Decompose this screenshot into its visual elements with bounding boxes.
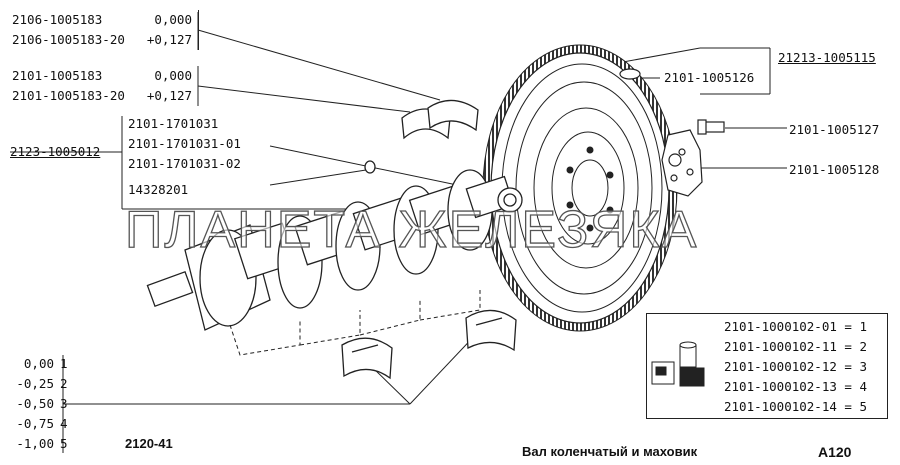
undersize-value-3: -0,50: [16, 396, 54, 411]
lock-washer: [661, 129, 703, 197]
upper-bearing-shells: [401, 99, 479, 140]
undersize-code-1: 1: [60, 356, 68, 371]
bearing-mid-size-2: +0,127: [146, 88, 192, 103]
undersize-code-5: 5: [60, 436, 68, 451]
bearing-top-part-2: 2106-1005183-20: [12, 32, 125, 47]
undersize-value-2: -0,25: [16, 376, 54, 391]
crank-part-2: 2101-1701031-01: [128, 136, 241, 151]
main-bearings-box: [646, 313, 888, 419]
main-bearing-row-3: 2101-1000102-12 = 3: [724, 359, 867, 374]
crankshaft: [146, 160, 523, 331]
main-bearing-row-4: 2101-1000102-13 = 4: [724, 379, 867, 394]
flywheel: [482, 44, 678, 332]
flywheel-part-label: 21213-1005115: [778, 50, 876, 65]
bearing-top-size-2: +0,127: [146, 32, 192, 47]
main-bearing-row-5: 2101-1000102-14 = 5: [724, 399, 867, 414]
undersize-code-4: 4: [60, 416, 68, 431]
dowel-pin: [619, 68, 641, 80]
bearing-top-size-1: 0,000: [154, 12, 192, 27]
pin-part-label: 2101-1005126: [664, 70, 755, 85]
lower-bearing-shells: [341, 309, 517, 380]
bearing-mid-size-1: 0,000: [154, 68, 192, 83]
undersize-code-3: 3: [60, 396, 68, 411]
main-bearing-row-1: 2101-1000102-01 = 1: [724, 319, 867, 334]
bearing-part-label: 14328201: [128, 182, 189, 197]
bearing-mid-part-2: 2101-1005183-20: [12, 88, 125, 103]
washer-part-label: 2101-1005128: [789, 162, 880, 177]
watermark: ПЛАНЕТА ЖЕЛЕЗЯКА: [124, 200, 699, 259]
page-code: A120: [818, 444, 852, 460]
undersize-value-5: -1,00: [16, 436, 54, 451]
crank-part-1: 2101-1701031: [128, 116, 219, 131]
model-code: 2120-41: [125, 436, 173, 451]
undersize-value-1: 0,00: [23, 356, 54, 371]
undersize-value-4: -0,75: [16, 416, 54, 431]
bracket-top: [4, 10, 199, 50]
undersize-code-2: 2: [60, 376, 68, 391]
diagram-title: Вал коленчатый и маховик: [522, 444, 698, 459]
crank-part-3: 2101-1701031-02: [128, 156, 241, 171]
bearing-mid-part-1: 2101-1005183: [12, 68, 103, 83]
main-bearing-row-2: 2101-1000102-11 = 2: [724, 339, 867, 354]
flywheel-bolt: [703, 121, 725, 133]
bearing-insert-icons: [651, 341, 705, 387]
bearing-top-part-1: 2106-1005183: [12, 12, 103, 27]
assembly-part-label: 2123-1005012: [10, 144, 101, 159]
bolt-part-label: 2101-1005127: [789, 122, 880, 137]
